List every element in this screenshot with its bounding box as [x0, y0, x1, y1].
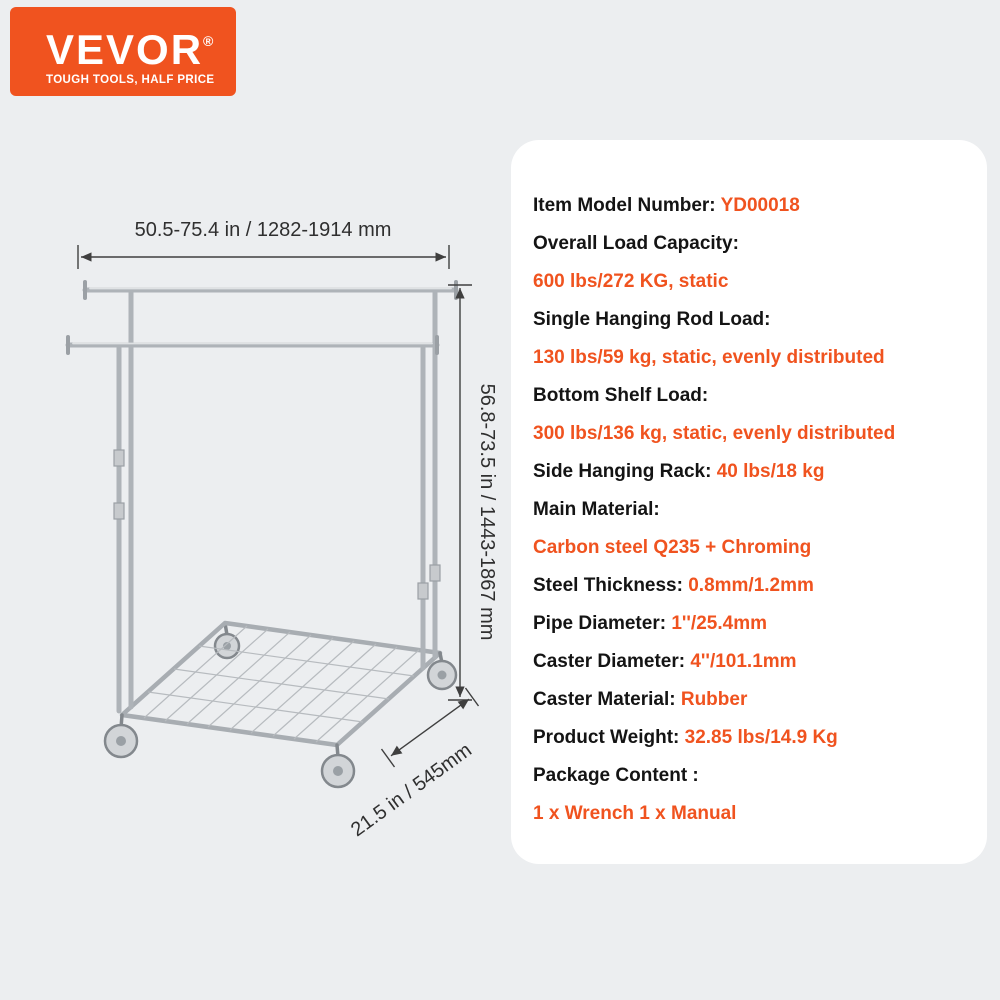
spec-label: Main Material:: [533, 499, 660, 520]
spec-label: Single Hanging Rod Load:: [533, 309, 771, 330]
spec-row-pipe-diameter: Pipe Diameter: 1''/25.4mm: [533, 605, 971, 643]
vertical-posts: [113, 287, 441, 714]
spec-row-package-content-label: Package Content :: [533, 757, 971, 795]
spec-row-model-number: Item Model Number: YD00018: [533, 187, 971, 225]
spec-label: Caster Diameter:: [533, 651, 691, 672]
spec-value: 0.8mm/1.2mm: [688, 575, 814, 596]
spec-row-shelf-load-value: 300 lbs/136 kg, static, evenly distribut…: [533, 415, 971, 453]
caster-front-right: [320, 743, 356, 789]
spec-value: Carbon steel Q235 + Chroming: [533, 537, 812, 558]
caster-front-left: [103, 713, 139, 759]
spec-value: 32.85 lbs/14.9 Kg: [684, 727, 838, 748]
spec-label: Pipe Diameter:: [533, 613, 672, 634]
spec-value: 40 lbs/18 kg: [716, 461, 825, 482]
spec-row-caster-material: Caster Material: Rubber: [533, 681, 971, 719]
spec-value: 1''/25.4mm: [671, 613, 767, 634]
height-adjust-collar: [429, 564, 441, 582]
spec-row-steel-thickness: Steel Thickness: 0.8mm/1.2mm: [533, 567, 971, 605]
spec-label: Package Content :: [533, 765, 699, 786]
height-adjust-collar: [113, 449, 125, 467]
spec-value: 300 lbs/136 kg, static, evenly distribut…: [533, 423, 896, 444]
bottom-mesh-shelf: [119, 620, 443, 748]
shelf-mesh-grid: [143, 625, 420, 743]
spec-value: 130 lbs/59 kg, static, evenly distribute…: [533, 347, 885, 368]
width-dimension-label: 50.5-75.4 in / 1282-1914 mm: [135, 219, 392, 241]
spec-value: 1 x Wrench 1 x Manual: [533, 803, 737, 824]
spec-value: 600 lbs/272 KG, static: [533, 271, 729, 292]
spec-row-side-rack: Side Hanging Rack: 40 lbs/18 kg: [533, 453, 971, 491]
hanging-rods: [65, 280, 459, 355]
height-adjust-collar: [113, 502, 125, 520]
caster-back-left: [213, 621, 241, 660]
spec-value: Rubber: [680, 689, 748, 710]
spec-row-rod-load-label: Single Hanging Rod Load:: [533, 301, 971, 339]
spec-row-load-capacity-value: 600 lbs/272 KG, static: [533, 263, 971, 301]
spec-row-caster-diameter: Caster Diameter: 4''/101.1mm: [533, 643, 971, 681]
spec-card: Item Model Number: YD00018 Overall Load …: [511, 140, 987, 864]
spec-row-load-capacity-label: Overall Load Capacity:: [533, 225, 971, 263]
registered-mark: ®: [203, 33, 214, 49]
height-dimension-label: 56.8-73.5 in / 1443-1867 mm: [476, 384, 498, 641]
spec-label: Caster Material:: [533, 689, 681, 710]
brand-name: VEVOR: [46, 26, 204, 73]
spec-row-material-label: Main Material:: [533, 491, 971, 529]
garment-rack-dimension-drawing: 50.5-75.4 in / 1282-1914 mm 56.8-73.5 in…: [65, 219, 498, 841]
height-adjust-collar: [417, 582, 429, 600]
spec-row-rod-load-value: 130 lbs/59 kg, static, evenly distribute…: [533, 339, 971, 377]
spec-value: YD00018: [720, 195, 800, 216]
brand-wordmark: VEVOR®: [46, 18, 236, 73]
spec-label: Product Weight:: [533, 727, 685, 748]
depth-dimension: 21.5 in / 545mm: [347, 687, 480, 841]
brand-tagline: TOUGH TOOLS, HALF PRICE: [46, 74, 215, 86]
spec-label: Side Hanging Rack:: [533, 461, 717, 482]
width-dimension: 50.5-75.4 in / 1282-1914 mm: [77, 219, 450, 269]
spec-label: Steel Thickness:: [533, 575, 689, 596]
spec-row-package-content-value: 1 x Wrench 1 x Manual: [533, 795, 971, 833]
spec-value: 4''/101.1mm: [690, 651, 797, 672]
spec-label: Overall Load Capacity:: [533, 233, 739, 254]
vevor-logo: VEVOR® TOUGH TOOLS, HALF PRICE: [10, 7, 236, 96]
spec-row-material-value: Carbon steel Q235 + Chroming: [533, 529, 971, 567]
spec-label: Bottom Shelf Load:: [533, 385, 709, 406]
spec-row-shelf-load-label: Bottom Shelf Load:: [533, 377, 971, 415]
depth-dimension-label: 21.5 in / 545mm: [347, 739, 476, 841]
height-dimension: 56.8-73.5 in / 1443-1867 mm: [448, 284, 498, 701]
spec-row-product-weight: Product Weight: 32.85 lbs/14.9 Kg: [533, 719, 971, 757]
spec-label: Item Model Number:: [533, 195, 721, 216]
